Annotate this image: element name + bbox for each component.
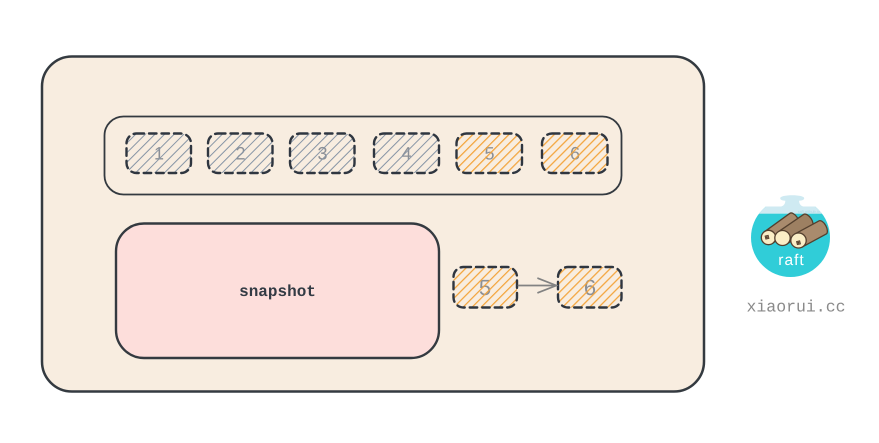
svg-text:xiaorui.cc: xiaorui.cc — [746, 298, 845, 317]
svg-text:snapshot: snapshot — [239, 283, 316, 301]
svg-text:raft.github.io: raft.github.io — [798, 209, 821, 214]
svg-text:raft: raft — [778, 252, 804, 269]
